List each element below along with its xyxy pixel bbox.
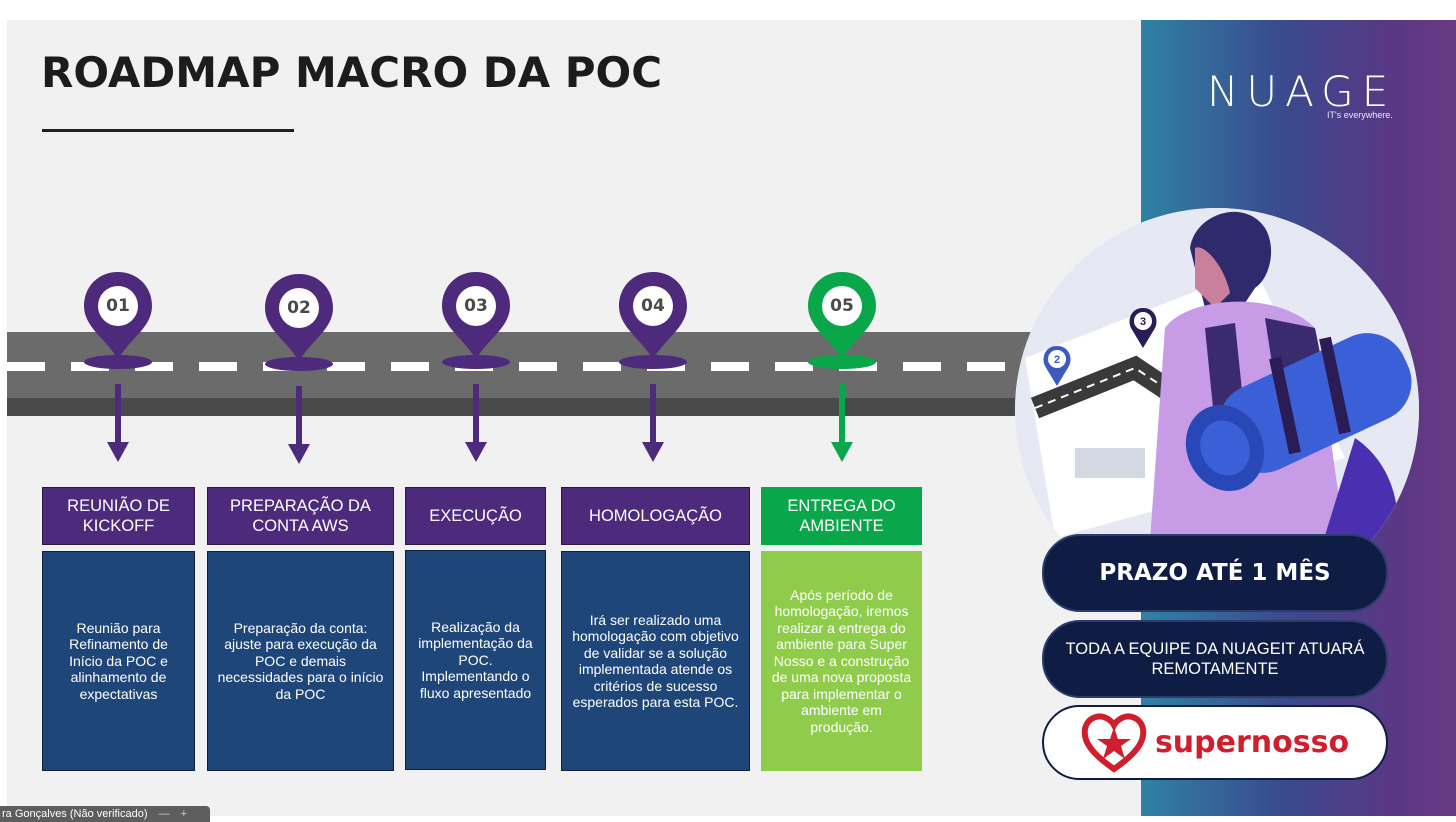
- page-title: ROADMAP MACRO DA POC: [41, 48, 663, 97]
- participant-name-bar: ra Gonçalves (Não verificado) — +: [0, 806, 210, 822]
- map-pin-icon: 05: [806, 270, 878, 370]
- illus-pin-label: 3: [1140, 316, 1146, 328]
- step-number: 02: [279, 288, 319, 328]
- illus-pin-label: 2: [1054, 354, 1060, 366]
- arrow-down-icon: [465, 384, 487, 462]
- step-description: Irá ser realizado uma homologação com ob…: [561, 551, 750, 771]
- slide: ROADMAP MACRO DA POC NUAGE IT's everywhe…: [7, 20, 1456, 816]
- step-description: Preparação da conta: ajuste para execuçã…: [207, 551, 394, 771]
- participant-name: ra Gonçalves (Não verificado): [2, 808, 148, 820]
- arrow-down-icon: [642, 384, 664, 462]
- step-title: PREPARAÇÃO DA CONTA AWS: [207, 487, 394, 545]
- zoom-out-button[interactable]: —: [158, 808, 170, 820]
- heart-logo-icon: [1081, 712, 1147, 773]
- map-pin-icon: 02: [263, 272, 335, 372]
- nuage-logo: NUAGE: [1207, 67, 1397, 116]
- step-number: 01: [98, 286, 138, 326]
- client-logo-text: supernosso: [1154, 725, 1350, 760]
- deadline-badge: PRAZO ATÉ 1 MÊS: [1042, 534, 1388, 612]
- zoom-in-button[interactable]: +: [180, 808, 188, 820]
- arrow-down-icon: [107, 384, 129, 462]
- step-number: 05: [822, 286, 862, 326]
- step-number: 04: [633, 286, 673, 326]
- arrow-down-icon: [288, 386, 310, 464]
- map-pin-icon: 04: [617, 270, 689, 370]
- remote-team-badge: TODA A EQUIPE DA NUAGEIT ATUARÁ REMOTAME…: [1042, 620, 1388, 698]
- client-logo-badge: supernosso: [1042, 705, 1388, 780]
- map-pin-icon: 01: [82, 270, 154, 370]
- title-underline: [42, 129, 294, 132]
- step-number: 03: [456, 286, 496, 326]
- step-title: EXECUÇÃO: [405, 487, 546, 545]
- step-description: Após período de homologação, iremos real…: [761, 551, 922, 771]
- step-title: REUNIÃO DE KICKOFF: [42, 487, 195, 545]
- arrow-down-icon: [831, 384, 853, 462]
- step-title: ENTREGA DO AMBIENTE: [761, 487, 922, 545]
- road-graphic: [7, 332, 1047, 416]
- step-description: Realização da implementação da POC. Impl…: [405, 550, 546, 770]
- step-title: HOMOLOGAÇÃO: [561, 487, 750, 545]
- step-description: Reunião para Refinamento de Início da PO…: [42, 551, 195, 771]
- map-pin-icon: 03: [440, 270, 512, 370]
- logo-tagline: IT's everywhere.: [1327, 110, 1393, 120]
